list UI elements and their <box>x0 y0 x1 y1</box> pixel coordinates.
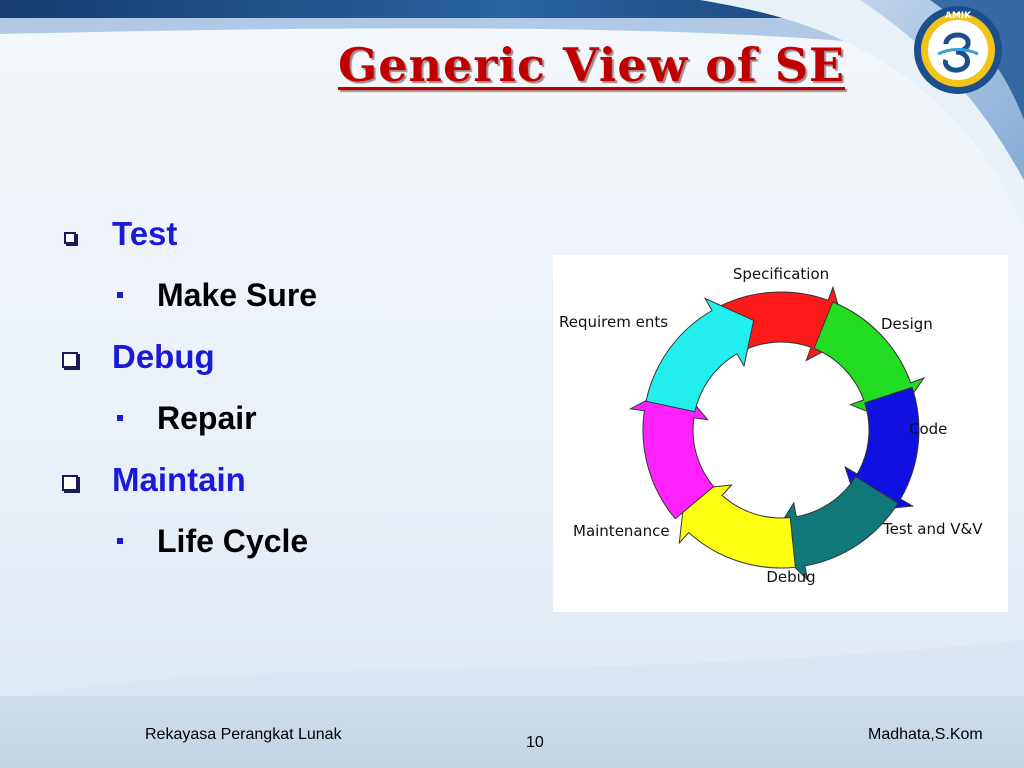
footer-author: Madhata,S.Kom <box>868 726 983 743</box>
cycle-arrow-segment <box>768 475 899 582</box>
page-number: 10 <box>526 734 544 751</box>
slide-title: Generic View of SE <box>338 38 845 92</box>
bullet-label: Maintain <box>112 461 246 498</box>
small-square-bullet-icon <box>117 415 123 421</box>
footer: Rekayasa Perangkat Lunak 10 Madhata,S.Ko… <box>0 696 1024 768</box>
stage-label: Test and V&V <box>882 520 983 538</box>
square-bullet-icon <box>62 352 78 368</box>
small-square-bullet-icon <box>117 292 123 298</box>
cycle-arrow-segment <box>844 386 920 512</box>
cycle-arrow-segment <box>678 484 796 569</box>
amik-logo: AMIK <box>914 6 1002 94</box>
bullet-label: Debug <box>112 338 215 375</box>
square-bullet-icon <box>64 232 76 244</box>
logo-text: AMIK <box>945 11 972 21</box>
stage-label: Specification <box>733 265 829 283</box>
stage-label: Code <box>909 420 947 438</box>
stage-label: Debug <box>766 568 815 586</box>
stage-label: Maintenance <box>573 522 670 540</box>
cycle-arrow-segment <box>628 383 715 520</box>
sub-bullet-label: Life Cycle <box>157 523 309 559</box>
sub-bullet-label: Repair <box>157 400 257 436</box>
small-square-bullet-icon <box>117 538 123 544</box>
sub-bullet-label: Make Sure <box>157 277 318 313</box>
footer-course-name: Rekayasa Perangkat Lunak <box>145 726 342 743</box>
stage-label: Design <box>881 315 933 333</box>
cycle-arrow-segment <box>645 297 755 413</box>
bullet-label: Test <box>112 215 178 252</box>
square-bullet-icon <box>62 475 78 491</box>
stage-label: Requirem ents <box>559 313 668 331</box>
